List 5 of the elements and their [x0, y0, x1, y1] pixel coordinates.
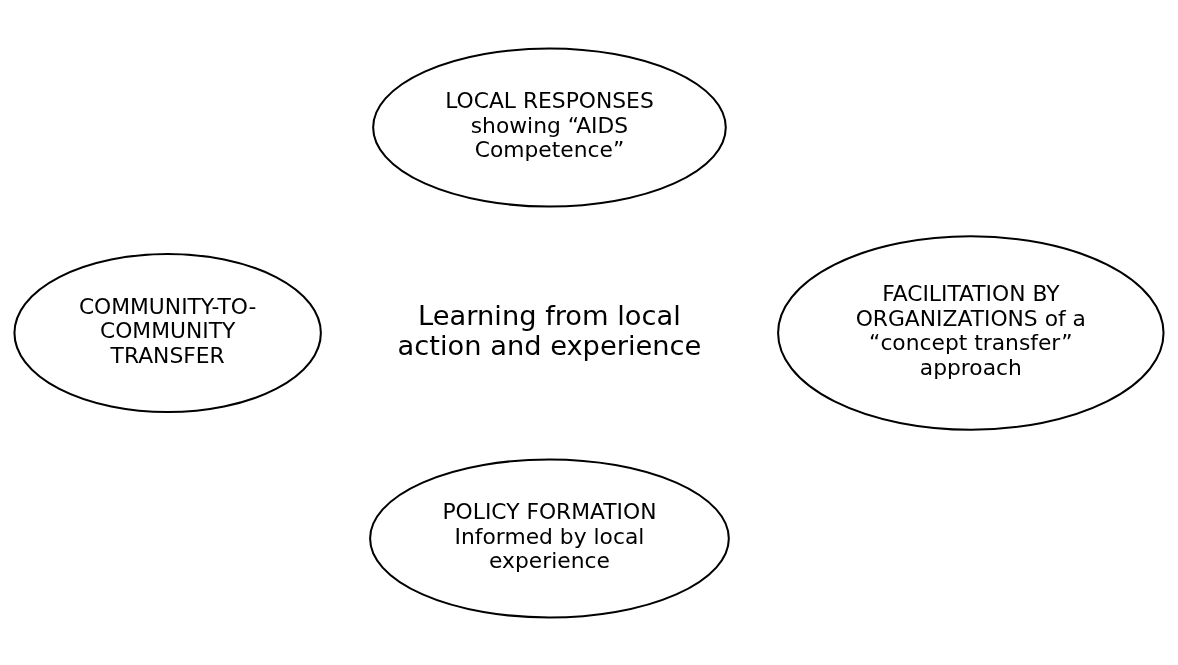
node-ellipse: LOCAL RESPONSES showing “AIDS Competence”	[372, 46, 727, 208]
label: Learning from local action and experience	[397, 299, 702, 361]
node-ellipse: COMMUNITY-TO-COMMUNITY TRANSFER	[13, 252, 322, 413]
node-ellipse: POLICY FORMATION Informed by local experience	[369, 457, 730, 619]
node-ellipse: FACILITATION BY ORGANIZATIONS of a “concept transfer” approach	[777, 234, 1165, 431]
